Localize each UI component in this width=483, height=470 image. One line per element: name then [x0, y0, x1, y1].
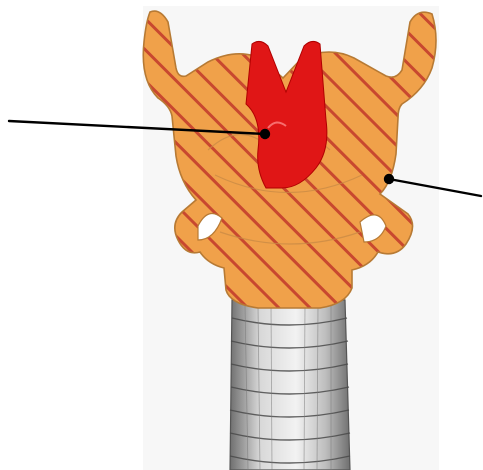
- right-pointer-dot: [384, 174, 394, 184]
- trachea: [230, 300, 350, 470]
- left-pointer-dot: [260, 129, 270, 139]
